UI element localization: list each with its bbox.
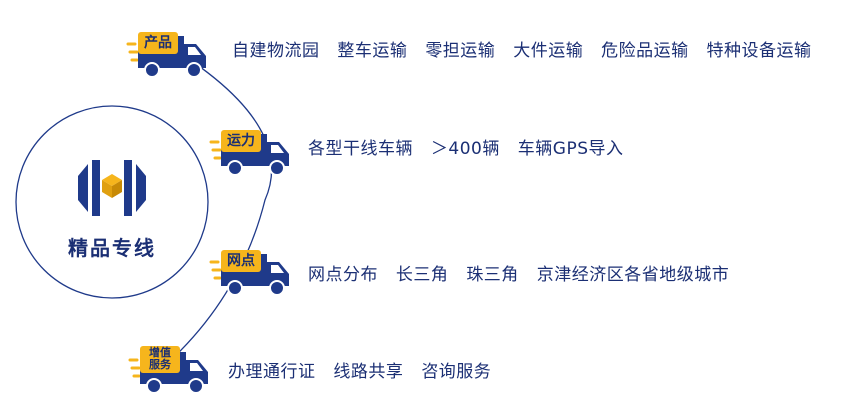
item: 自建物流园 [232,41,320,61]
row-items-network: 网点分布 长三角 珠三角 京津经济区各省地级城市 [308,260,729,285]
item: 特种设备运输 [706,41,812,61]
truck-tag-product: 产品 [138,32,178,54]
tag-line: 服务 [149,358,171,371]
item: 网点分布 [308,265,378,285]
item: 危险品运输 [601,41,689,61]
item: 各型干线车辆 [308,139,413,159]
truck-tag-value-added: 增值 服务 [140,346,180,373]
item: 车辆GPS导入 [517,139,624,159]
item: 办理通行证 [228,362,316,382]
item: 零担运输 [425,41,496,61]
row-items-product: 自建物流园 整车运输 零担运输 大件运输 危险品运输 特种设备运输 [232,36,812,61]
item: 京津经济区各省地级城市 [536,265,730,285]
hub-circle [15,105,209,299]
truck-icon-network: 网点 [209,240,299,302]
item: 长三角 [395,265,449,285]
hub-title: 精品专线 [68,236,156,260]
item: 整车运输 [337,41,408,61]
truck-tag-network: 网点 [221,250,261,272]
connector-arc [149,34,273,371]
item: 咨询服务 [421,362,492,382]
truck-tag-capacity: 运力 [221,130,261,152]
tag-line: 增值 [149,346,171,359]
item: 线路共享 [333,362,404,382]
h-cube-logo-icon [78,160,146,216]
row-items-capacity: 各型干线车辆 ＞400辆 车辆GPS导入 [308,134,623,159]
truck-icon-product: 产品 [126,22,216,84]
truck-icon-capacity: 运力 [209,120,299,182]
item: ＞400辆 [430,139,500,159]
truck-icon-value-added: 增值 服务 [128,338,218,400]
item: 大件运输 [513,41,584,61]
item: 珠三角 [466,265,519,285]
row-items-value-added: 办理通行证 线路共享 咨询服务 [228,357,491,382]
